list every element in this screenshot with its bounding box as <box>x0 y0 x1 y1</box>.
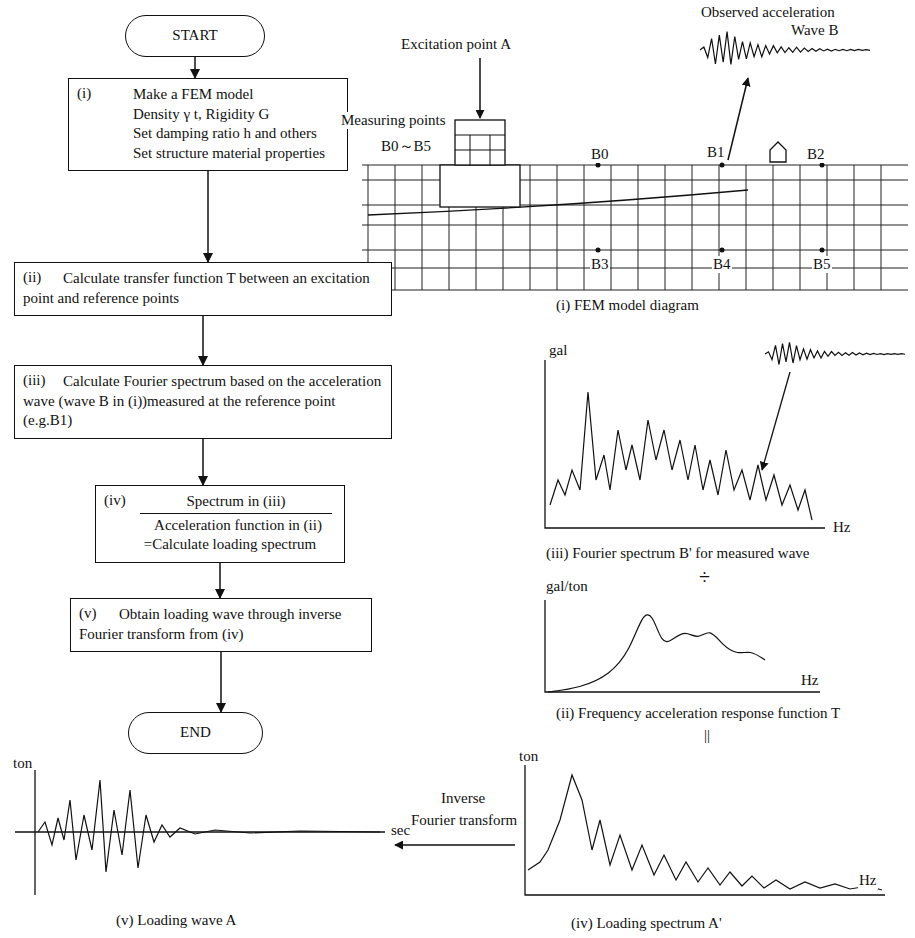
building <box>455 120 505 165</box>
annotation-label: Inverse <box>440 790 486 807</box>
mesh-line <box>854 165 855 290</box>
mesh-line <box>362 290 908 291</box>
measuring-dots <box>596 163 825 253</box>
building-floor <box>455 150 505 151</box>
process-box: (ii)Calculate transfer function T betwee… <box>14 262 392 316</box>
annotation-label: || <box>703 727 711 744</box>
observed-wave <box>700 32 870 65</box>
step-number: (ii) <box>23 268 41 288</box>
layer-boundary-curve <box>368 190 748 215</box>
annotation-label: gal <box>548 342 568 359</box>
annotation-label: (iv) Loading spectrum A' <box>570 915 723 932</box>
mesh-line <box>362 225 908 226</box>
loading-spectrum <box>528 775 882 890</box>
step-text: Density γ t, Rigidity G <box>77 105 339 125</box>
annotation-label: B5 <box>812 256 832 273</box>
terminal-box: END <box>128 712 263 754</box>
fourier-spectrum <box>550 392 812 520</box>
step-text: Acceleration function in (ii) <box>140 516 336 536</box>
step-text: START <box>134 26 256 46</box>
mesh-line <box>881 165 882 290</box>
building-column <box>490 135 491 165</box>
annotation-label: Measuring points <box>340 112 447 129</box>
annotation-label: ton <box>12 755 33 772</box>
mesh-line <box>773 165 774 290</box>
response-curve <box>548 615 765 692</box>
step-text: Calculate Fourier spectrum based on the … <box>23 372 383 431</box>
mesh-line <box>362 250 908 251</box>
step-text: =Calculate loading spectrum <box>124 535 336 555</box>
step-text: Set structure material properties <box>77 144 339 164</box>
terminal-box: START <box>125 15 265 57</box>
foundation <box>440 165 520 207</box>
process-box: (i)Make a FEM modelDensity γ t, Rigidity… <box>68 78 348 171</box>
step-text: Set damping ratio h and others <box>77 124 339 144</box>
annotation-label: B0～B5 <box>380 138 432 155</box>
inverse-transform-arrow <box>395 844 515 846</box>
step-text: Obtain loading wave through inverse Four… <box>79 605 363 644</box>
mesh-line <box>557 165 558 290</box>
annotation-label: sec <box>390 822 411 839</box>
flow-arrow <box>207 171 209 262</box>
annotation-label: Hz <box>858 872 878 889</box>
observation-arrow <box>728 78 748 160</box>
mesh-line <box>638 165 639 290</box>
annotation-label: B1 <box>706 144 726 161</box>
mesh-line <box>665 165 666 290</box>
annotation-label: (ii) Frequency acceleration response fun… <box>555 705 841 722</box>
process-box: (iv) Spectrum in (iii)Acceleration functi… <box>95 485 345 563</box>
process-box: (v)Obtain loading wave through inverse F… <box>70 598 372 652</box>
house-icon <box>770 142 786 162</box>
mesh-line <box>584 165 585 290</box>
process-box: (iii)Calculate Fourier spectrum based on… <box>14 365 392 439</box>
annotation-label: B2 <box>806 146 826 163</box>
flow-arrow <box>219 563 221 599</box>
annotation-label: gal/ton <box>545 578 589 595</box>
mesh-line <box>530 165 531 290</box>
step-number: (i) <box>77 84 91 104</box>
mesh-line <box>611 165 612 290</box>
inset-arrow <box>762 372 790 470</box>
annotation-label: Hz <box>832 519 852 536</box>
annotation-label: (iii) Fourier spectrum B' for measured w… <box>545 545 810 562</box>
building-column <box>470 135 471 165</box>
annotation-label: Fourier transform <box>410 812 518 829</box>
flow-arrow <box>220 652 222 712</box>
building-floor <box>455 135 505 136</box>
step-text: END <box>137 723 254 743</box>
mesh-line <box>692 165 693 290</box>
inset-wave <box>765 342 905 364</box>
mesh-line <box>422 165 423 290</box>
annotation-label: B0 <box>590 146 610 163</box>
waveforms <box>38 32 905 890</box>
annotation-label: B3 <box>590 256 610 273</box>
excitation-arrow <box>479 58 481 118</box>
fem-mesh <box>362 165 908 290</box>
step-number: (iv) <box>104 491 126 511</box>
mesh-line <box>395 165 396 290</box>
flow-arrow <box>202 316 204 365</box>
flow-arrow <box>202 439 204 486</box>
plot-axes <box>15 360 885 895</box>
annotation-label: (i) FEM model diagram <box>555 297 700 314</box>
step-number: (v) <box>79 604 97 624</box>
annotation-label: Wave B <box>790 22 840 39</box>
flow-arrow <box>194 57 196 79</box>
annotation-label: ÷ <box>698 566 711 589</box>
annotation-label: ton <box>518 748 539 765</box>
loading-wave <box>38 780 380 872</box>
annotation-label: (v) Loading wave A <box>115 912 237 929</box>
step-text: Make a FEM model <box>77 85 339 105</box>
annotation-label: Observed acceleration <box>700 4 836 21</box>
step-number: (iii) <box>23 371 46 391</box>
step-text: Calculate transfer function T between an… <box>23 269 383 308</box>
mesh-line <box>746 165 747 290</box>
step-text: Spectrum in (iii) <box>140 492 332 514</box>
annotation-label: Hz <box>800 672 820 689</box>
annotation-label: Excitation point A <box>400 36 512 53</box>
annotation-label: B4 <box>712 256 732 273</box>
mesh-line <box>800 165 801 290</box>
